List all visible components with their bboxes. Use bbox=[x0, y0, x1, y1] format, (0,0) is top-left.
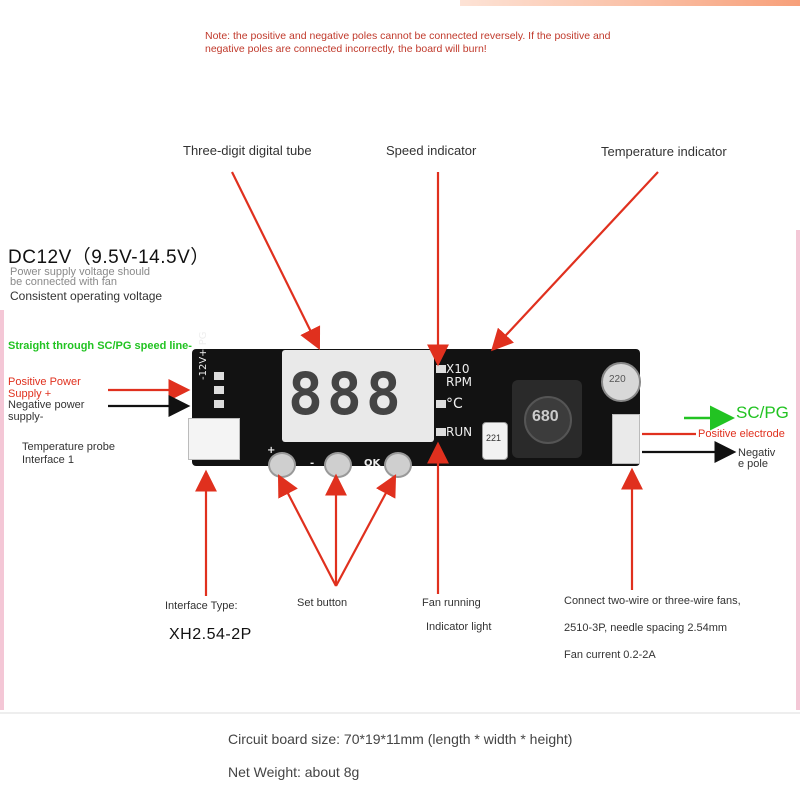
arrow-three-digit bbox=[231, 171, 321, 350]
consistent-voltage-label: Consistent operating voltage bbox=[10, 289, 163, 303]
board-size-text: Circuit board size: 70*19*11mm (length *… bbox=[228, 731, 573, 747]
connect-fans-label: Connect two-wire or three-wire fans, bbox=[564, 595, 741, 607]
seven-segment-display: 888 bbox=[282, 350, 434, 442]
xh-type-label: XH2.54-2P bbox=[169, 626, 252, 643]
label-speed-indicator: Speed indicator bbox=[386, 143, 477, 158]
display-digits: 888 bbox=[288, 360, 405, 428]
right-pink-strip bbox=[796, 230, 800, 710]
plus-button-label: + bbox=[267, 445, 276, 456]
pad-3 bbox=[214, 400, 224, 408]
net-weight-text: Net Weight: about 8g bbox=[228, 764, 360, 780]
temp-probe-label-line2: Interface 1 bbox=[22, 454, 74, 466]
negative-power-label-line2: supply- bbox=[8, 411, 44, 423]
fan-running-label-line2: Indicator light bbox=[426, 621, 492, 633]
straight-through-label: Straight through SC/PG speed line- bbox=[8, 340, 192, 352]
small-capacitor-value: 221 bbox=[486, 433, 502, 443]
needle-spacing-label: 2510-3P, needle spacing 2.54mm bbox=[564, 622, 728, 634]
set-button-ok[interactable] bbox=[384, 452, 412, 478]
set-button-label: Set button bbox=[297, 597, 348, 609]
arrow-set-ok bbox=[335, 474, 397, 587]
x10-label: X10 bbox=[446, 362, 470, 376]
arrow-set-plus bbox=[277, 474, 337, 587]
left-pink-strip bbox=[0, 310, 4, 710]
fan-running-led bbox=[436, 428, 446, 436]
pad-2 bbox=[214, 386, 224, 394]
dc-voltage-label: DC12V（9.5V-14.5V） bbox=[8, 247, 210, 268]
temp-probe-label-line1: Temperature probe bbox=[22, 441, 115, 453]
sc-pg-label: SC/PG bbox=[736, 403, 789, 422]
ok-button-label: OK bbox=[364, 458, 381, 469]
footer-divider bbox=[0, 712, 800, 714]
fan-connector bbox=[612, 414, 640, 464]
label-three-digit-tube: Three-digit digital tube bbox=[183, 143, 312, 158]
power-inductor: 680 bbox=[512, 380, 582, 458]
capacitor-value: 220 bbox=[609, 374, 626, 385]
temp-probe-connector bbox=[188, 418, 240, 460]
pad-1 bbox=[214, 372, 224, 380]
run-label: RUN bbox=[446, 425, 473, 439]
interface-type-label: Interface Type: bbox=[165, 600, 238, 612]
minus-button-label: - bbox=[310, 458, 315, 469]
positive-electrode-label: Positive electrode bbox=[698, 428, 785, 440]
top-right-accent bbox=[460, 0, 800, 6]
fan-running-label-line1: Fan running bbox=[422, 597, 481, 609]
power-supply-note-line1: Power supply voltage should bbox=[10, 266, 151, 278]
fan-current-label: Fan current 0.2-2A bbox=[564, 649, 656, 661]
temperature-led bbox=[436, 400, 446, 408]
inductor-value: 680 bbox=[532, 408, 559, 425]
warning-note: Note: the positive and negative poles ca… bbox=[205, 30, 611, 55]
negative-pole-label-line1: Negativ bbox=[738, 447, 776, 459]
rpm-label: RPM bbox=[446, 375, 472, 389]
small-capacitor: 221 bbox=[482, 422, 508, 460]
celsius-label: °C bbox=[446, 396, 463, 412]
negative-power-label-line1: Negative power bbox=[8, 399, 85, 411]
label-temperature-indicator: Temperature indicator bbox=[601, 144, 727, 159]
electrolytic-capacitor: 220 bbox=[601, 362, 641, 402]
arrow-temperature bbox=[491, 171, 659, 352]
positive-power-label-line1: Positive Power bbox=[8, 376, 81, 388]
positive-power-label-line2: Supply + bbox=[8, 388, 52, 400]
set-button-plus[interactable] bbox=[268, 452, 296, 478]
power-supply-note-line2: be connected with fan bbox=[10, 276, 118, 288]
speed-led bbox=[436, 365, 446, 373]
negative-pole-label-line2: e pole bbox=[738, 458, 768, 470]
